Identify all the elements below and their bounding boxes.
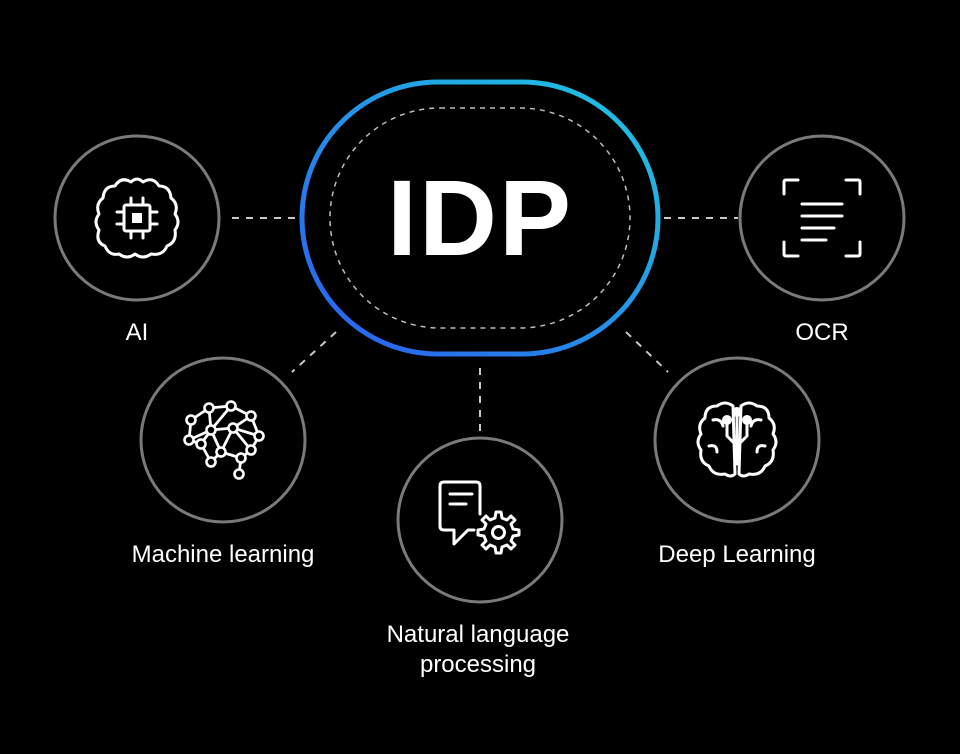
connector-ml [291, 331, 337, 373]
node-label-deep-learning: Deep Learning [658, 541, 816, 568]
connectors [232, 217, 738, 432]
brain-circuit-icon [696, 401, 778, 478]
neural-network-head-icon [183, 400, 265, 480]
brain-chip-icon [94, 177, 180, 259]
connector-dl [625, 331, 669, 373]
node-label-machine-learning: Machine learning [131, 541, 315, 568]
hub-outline [299, 79, 661, 357]
hub-inner-dashed [329, 107, 631, 329]
document-scan-icon [782, 178, 862, 258]
hub-title: IDP [386, 157, 574, 278]
idp-hub [299, 79, 661, 357]
node-ring-ml [139, 356, 307, 524]
chat-gear-icon [438, 480, 521, 555]
node-ring-ocr [738, 134, 906, 302]
node-ring-nlp [396, 436, 564, 604]
node-label-ocr: OCR [795, 319, 849, 346]
node-label-nlp-line-2: processing [419, 651, 537, 678]
node-label-ai: AI [125, 319, 149, 346]
node-label-nlp: Natural language processing [387, 620, 570, 680]
node-label-nlp-line-1: Natural language [386, 621, 570, 648]
